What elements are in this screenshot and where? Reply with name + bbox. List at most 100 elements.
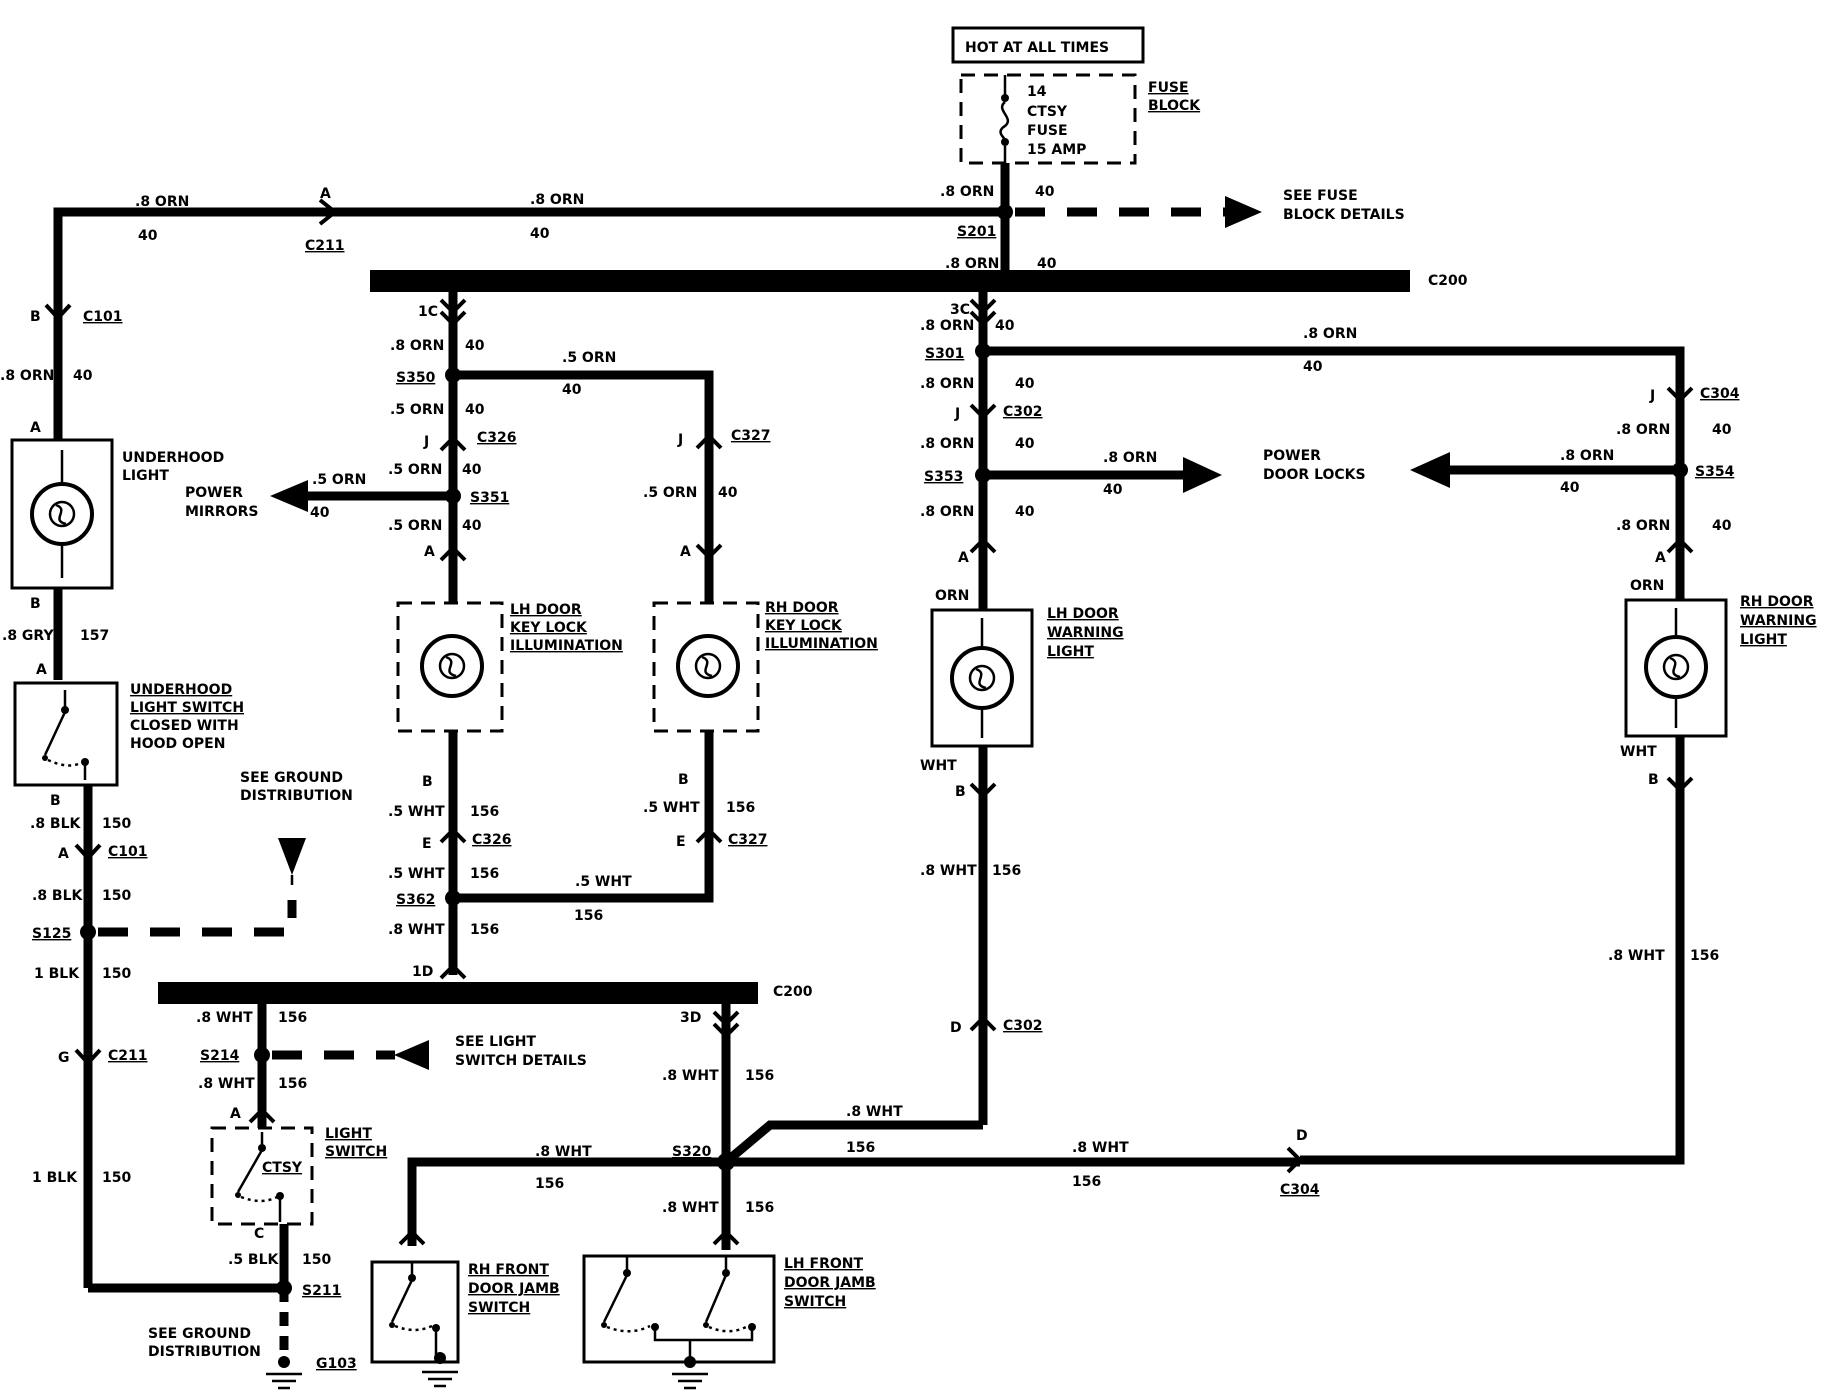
lh-jamb-label-2: DOOR JAMB (784, 1275, 876, 1291)
pin-label: J (423, 434, 429, 450)
wire-label: .8 ORN (945, 256, 999, 272)
wire-label: 1 BLK (32, 1170, 78, 1186)
pin-label: D (950, 1020, 962, 1036)
circuit-label: 156 (745, 1200, 774, 1216)
rh-jamb-label-2: DOOR JAMB (468, 1281, 560, 1297)
wire-label: .5 ORN (643, 485, 697, 501)
circuit-label: 156 (1072, 1174, 1101, 1190)
ground-icon (266, 1356, 302, 1390)
bulb-icon (1644, 608, 1708, 728)
lh-key-lock-label-2: KEY LOCK (510, 620, 588, 636)
underhood-switch-label-4: HOOD OPEN (130, 736, 225, 752)
wire-label: .8 ORN (920, 376, 974, 392)
wire-label: .8 WHT (1608, 948, 1665, 964)
lh-key-lock-label-3: ILLUMINATION (510, 638, 623, 654)
circuit-label: 156 (278, 1076, 307, 1092)
wire-label: .8 GRY (2, 628, 54, 644)
wire-label: .8 ORN (1103, 450, 1157, 466)
wire-label: .8 ORN (530, 192, 584, 208)
pin-label: J (954, 406, 960, 422)
bulb-icon (420, 634, 484, 698)
pin-label: B (422, 774, 433, 790)
wire-label: .8 ORN (390, 338, 444, 354)
power-door-locks-label: POWER (1263, 448, 1321, 464)
ground-icon (422, 1352, 458, 1388)
underhood-switch-label: UNDERHOOD (130, 682, 232, 698)
see-ground-label-2: DISTRIBUTION (240, 788, 353, 804)
fuse-number: 14 (1027, 84, 1047, 100)
rh-key-lock-label-3: ILLUMINATION (765, 636, 878, 652)
pin-label: E (422, 836, 432, 852)
see-fuse-block-details-label: BLOCK DETAILS (1283, 207, 1405, 223)
pin-label: D (1296, 1128, 1308, 1144)
pin-label: A (36, 662, 47, 678)
see-fuse-block-label: SEE FUSE (1283, 188, 1358, 204)
rh-jamb-label-3: SWITCH (468, 1300, 530, 1316)
splice-s354: S354 (1695, 464, 1735, 480)
see-light-switch-label-2: SWITCH DETAILS (455, 1053, 587, 1069)
lh-door-warning-label: LH DOOR (1047, 606, 1119, 622)
see-ground-label: SEE GROUND (148, 1326, 251, 1342)
wire-label: .8 ORN (0, 368, 54, 384)
wire-label: .5 WHT (388, 866, 445, 882)
fuse-block-box (959, 73, 1137, 165)
see-light-switch-label: SEE LIGHT (455, 1034, 536, 1050)
wire-label: .8 WHT (662, 1068, 719, 1084)
splice-s362: S362 (396, 892, 435, 908)
connector-c327: C327 (728, 832, 768, 848)
ground-g103: G103 (316, 1356, 357, 1372)
circuit-label: 40 (465, 338, 485, 354)
bulb-icon (950, 618, 1014, 738)
see-ground-label-2: DISTRIBUTION (148, 1344, 261, 1360)
circuit-label: 40 (1015, 504, 1035, 520)
splice-s301: S301 (925, 346, 964, 362)
pin-label: J (1649, 388, 1655, 404)
connector-c302: C302 (1003, 404, 1043, 420)
bulb-icon (30, 450, 94, 578)
pin-label: A (320, 186, 331, 202)
circuit-label: 40 (1015, 436, 1035, 452)
circuit-label: 156 (1690, 948, 1719, 964)
wire-color-label: ORN (935, 588, 969, 604)
splice-s125: S125 (32, 926, 71, 942)
wire-label: .8 ORN (920, 504, 974, 520)
power-mirrors-label-2: MIRRORS (185, 504, 258, 520)
wire-label: .5 WHT (643, 800, 700, 816)
pin-label: A (424, 544, 435, 560)
light-switch-box (210, 1126, 314, 1226)
circuit-label: 156 (992, 863, 1021, 879)
connector-c327: C327 (731, 428, 771, 444)
splice-s211: S211 (302, 1283, 341, 1299)
wire-label: .5 WHT (575, 874, 632, 890)
wire-label: 1 BLK (34, 966, 80, 982)
underhood-switch-label-2: LIGHT SWITCH (130, 700, 244, 716)
fuse-block-label: FUSE (1148, 80, 1189, 96)
underhood-switch-label-3: CLOSED WITH (130, 718, 239, 734)
arrow-icon (1225, 196, 1262, 228)
circuit-label: 156 (470, 804, 499, 820)
circuit-label: 157 (80, 628, 109, 644)
wire-label: .8 WHT (1072, 1140, 1129, 1156)
wire-label: .8 BLK (30, 816, 82, 832)
circuit-label: 40 (1037, 256, 1057, 272)
splice-dot (80, 924, 96, 940)
splice-s353: S353 (924, 469, 963, 485)
wire-label: .8 ORN (1616, 518, 1670, 534)
connector-c200: C200 (1428, 273, 1468, 289)
splice-s350: S350 (396, 370, 436, 386)
power-door-locks-label-2: DOOR LOCKS (1263, 467, 1366, 483)
wire-label: .5 ORN (390, 402, 444, 418)
connector-c101: C101 (83, 309, 123, 325)
pin-label: G (58, 1050, 70, 1066)
fuse-block-label-2: BLOCK (1148, 98, 1201, 114)
wire-color-label: WHT (920, 758, 957, 774)
underhood-light-label-2: LIGHT (122, 468, 169, 484)
connector-c326: C326 (472, 832, 512, 848)
connector-c211: C211 (305, 238, 345, 254)
wire-label: .5 ORN (312, 472, 366, 488)
wire-label: .5 WHT (388, 804, 445, 820)
rh-key-lock-label: RH DOOR (765, 600, 839, 616)
circuit-label: 156 (574, 908, 603, 924)
